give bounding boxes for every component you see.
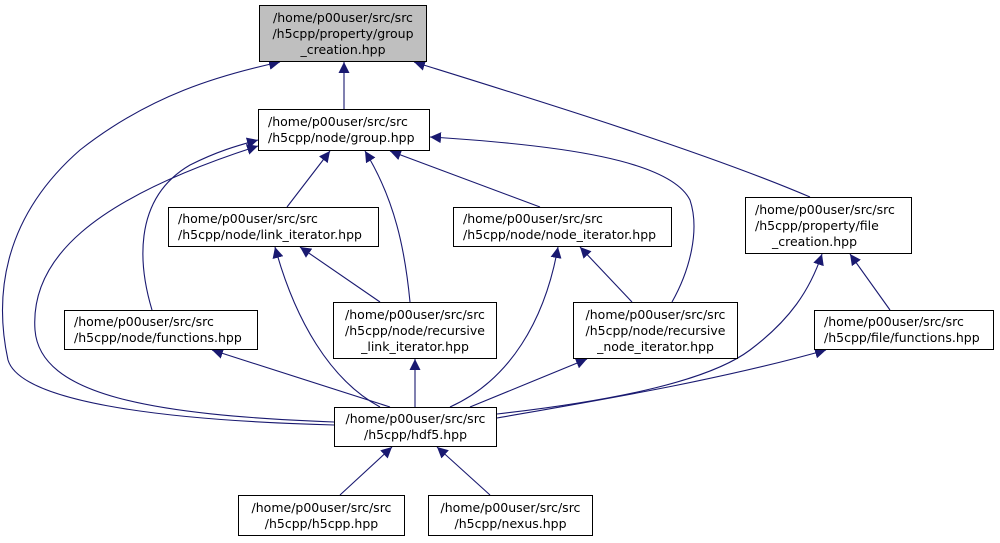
node-file-functions[interactable]: /home/p00user/src/src /h5cpp/file/functi… xyxy=(814,310,994,350)
edge-recursive_link_iterator-to-node_group xyxy=(364,150,411,303)
node-label-line: _link_iterator.hpp xyxy=(361,338,469,354)
edge-hdf5-to-node_functions xyxy=(211,348,391,408)
node-label-line: _node_iterator.hpp xyxy=(597,338,714,354)
edge-recursive_link_iterator-to-link_iterator xyxy=(299,246,381,303)
edge-nexus-to-hdf5 xyxy=(436,446,491,496)
edge-hdf5-to-node_group xyxy=(34,144,335,423)
edge-h5cpp-to-hdf5 xyxy=(339,446,393,496)
node-label-line: /h5cpp/property/group xyxy=(272,25,414,41)
node-label-line: /h5cpp/file/functions.hpp xyxy=(824,330,980,345)
node-label-line: /home/p00user/src/src xyxy=(251,499,392,515)
node-h5cpp[interactable]: /home/p00user/src/src /h5cpp/h5cpp.hpp xyxy=(238,495,405,536)
node-label-line: /home/p00user/src/src xyxy=(74,314,214,329)
node-nexus[interactable]: /home/p00user/src/src /h5cpp/nexus.hpp xyxy=(428,495,593,536)
edge-hdf5-to-group_creation xyxy=(1,58,335,426)
node-hdf5[interactable]: /home/p00user/src/src /h5cpp/hdf5.hpp xyxy=(334,407,497,447)
node-link-iterator[interactable]: /home/p00user/src/src /h5cpp/node/link_i… xyxy=(168,207,379,247)
node-node-functions[interactable]: /home/p00user/src/src /h5cpp/node/functi… xyxy=(64,310,258,350)
node-node-iterator[interactable]: /home/p00user/src/src /h5cpp/node/node_i… xyxy=(453,207,672,247)
node-label-line: /h5cpp/nexus.hpp xyxy=(454,515,567,531)
edge-node_iterator-to-node_group xyxy=(389,149,541,208)
node-label-line: /home/p00user/src/src xyxy=(345,411,486,426)
node-group-creation: /home/p00user/src/src /h5cpp/property/gr… xyxy=(259,5,427,62)
node-label-line: /h5cpp/node/group.hpp xyxy=(268,130,415,145)
node-label-line: /home/p00user/src/src xyxy=(585,306,726,322)
node-label-line: _creation.hpp xyxy=(300,41,386,57)
node-label-line: /home/p00user/src/src xyxy=(178,211,318,226)
node-label-line: /home/p00user/src/src xyxy=(268,114,408,129)
edge-recursive_node_iterator-to-node_iterator xyxy=(579,246,633,303)
edge-link_iterator-to-node_group xyxy=(286,150,331,208)
node-label-line: /h5cpp/node/recursive xyxy=(344,322,485,338)
node-label-line: /home/p00user/src/src xyxy=(463,211,603,226)
node-label-line: /h5cpp/h5cpp.hpp xyxy=(264,515,379,531)
edge-hdf5-to-node_iterator xyxy=(449,246,562,408)
edge-hdf5-to-recursive_node_iterator xyxy=(469,358,588,408)
node-label-line: /h5cpp/node/node_iterator.hpp xyxy=(463,227,657,242)
node-label-line: _creation.hpp xyxy=(772,233,858,249)
node-recursive-link-iterator[interactable]: /home/p00user/src/src /h5cpp/node/recurs… xyxy=(333,302,497,359)
node-label-line: /h5cpp/hdf5.hpp xyxy=(363,427,467,442)
node-label-line: /h5cpp/node/recursive xyxy=(585,322,726,338)
node-label-line: /h5cpp/node/link_iterator.hpp xyxy=(178,227,362,242)
edge-file_functions-to-file_creation xyxy=(849,253,891,311)
edge-file_creation-to-group_creation xyxy=(413,60,811,198)
node-label-line: /home/p00user/src/src xyxy=(345,306,485,322)
node-label-line: /home/p00user/src/src xyxy=(273,9,413,25)
node-file-creation[interactable]: /home/p00user/src/src /h5cpp/property/fi… xyxy=(745,197,912,254)
edge-recursive_node_iterator-to-node_group xyxy=(429,132,695,303)
node-label-line: /h5cpp/property/file xyxy=(755,217,879,233)
node-label-line: /h5cpp/node/functions.hpp xyxy=(74,330,242,345)
node-label-line: /home/p00user/src/src xyxy=(755,201,895,217)
node-label-line: /home/p00user/src/src xyxy=(440,499,581,515)
node-recursive-node-iterator[interactable]: /home/p00user/src/src /h5cpp/node/recurs… xyxy=(573,302,738,359)
node-group[interactable]: /home/p00user/src/src /h5cpp/node/group.… xyxy=(258,109,430,151)
edge-hdf5-to-link_iterator xyxy=(272,246,381,408)
edge-hdf5-to-file_functions xyxy=(496,347,827,419)
node-label-line: /home/p00user/src/src xyxy=(824,314,964,329)
